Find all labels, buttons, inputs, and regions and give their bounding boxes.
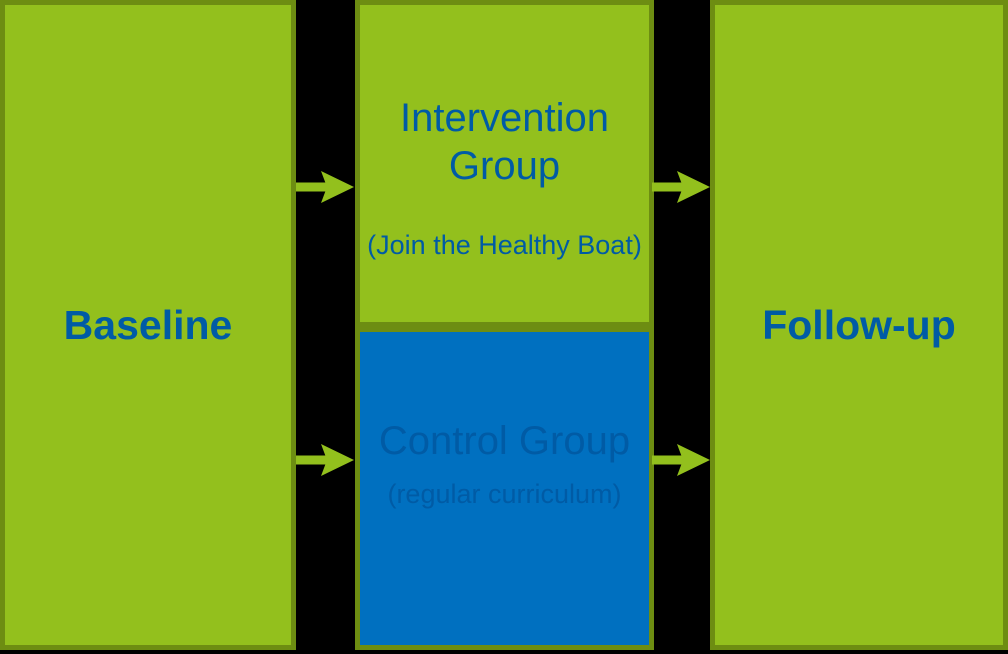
control-group-subtitle: (regular curriculum): [387, 478, 622, 509]
follow-up-box: Follow-up: [710, 0, 1008, 650]
intervention-group-title: Intervention Group: [399, 95, 610, 188]
arrow-baseline-to-intervention-icon: [296, 170, 355, 204]
intervention-group-content: Intervention Group (Join the Healthy Boa…: [365, 94, 645, 264]
intervention-group-box: Intervention Group (Join the Healthy Boa…: [355, 0, 654, 327]
control-group-content: Control Group (regular curriculum): [379, 417, 630, 513]
control-group-title: Control Group: [378, 418, 631, 463]
control-group-box: Control Group (regular curriculum): [355, 327, 654, 650]
arrow-control-to-followup-icon: [652, 443, 711, 477]
arrow-baseline-to-control-icon: [296, 443, 355, 477]
baseline-box: Baseline: [0, 0, 296, 650]
follow-up-label: Follow-up: [762, 302, 956, 348]
intervention-group-subtitle: (Join the Healthy Boat): [367, 229, 642, 260]
arrow-intervention-to-followup-icon: [652, 170, 711, 204]
baseline-label: Baseline: [63, 302, 233, 348]
